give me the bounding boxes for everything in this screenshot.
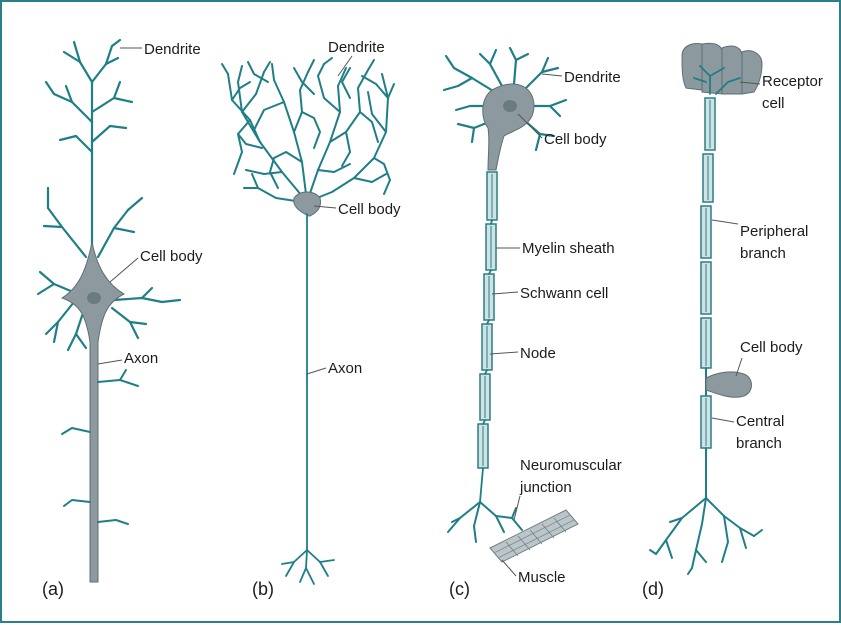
leader-c-muscle bbox=[502, 560, 516, 576]
label-d-receptor: Receptor bbox=[762, 73, 823, 90]
label-c-cell-body: Cell body bbox=[544, 131, 607, 148]
neuron-d bbox=[650, 43, 762, 574]
leader-d-peripheral bbox=[712, 220, 738, 224]
leader-d-central bbox=[712, 418, 734, 422]
label-c-schwann-cell: Schwann cell bbox=[520, 285, 608, 302]
neuron-c-cell-body bbox=[483, 84, 534, 170]
label-c-myelin-sheath: Myelin sheath bbox=[522, 240, 615, 257]
label-b-dendrite: Dendrite bbox=[328, 39, 385, 56]
neuron-c-myelin-sheath bbox=[478, 172, 497, 468]
label-d-cell-body: Cell body bbox=[740, 339, 803, 356]
neuron-a-axon-collaterals bbox=[62, 370, 138, 524]
neuron-b-dendrite-tree bbox=[222, 58, 394, 202]
neuron-c-nucleus bbox=[503, 100, 517, 112]
leader-a-cell-body bbox=[110, 258, 138, 282]
neuron-d-central-myelin bbox=[701, 396, 711, 448]
label-c-muscle: Muscle bbox=[518, 569, 566, 586]
label-d-cell: cell bbox=[762, 95, 785, 112]
panel-label-b: (b) bbox=[252, 579, 274, 599]
leader-c-node bbox=[490, 352, 518, 354]
label-a-dendrite: Dendrite bbox=[144, 41, 201, 58]
leader-c-schwann-cell bbox=[492, 292, 518, 294]
leader-b-dendrite bbox=[338, 56, 352, 76]
label-c-junction: junction bbox=[519, 479, 572, 496]
leader-c-neuromuscular-junction bbox=[514, 496, 520, 520]
panel-label-d: (d) bbox=[642, 579, 664, 599]
label-c-dendrite: Dendrite bbox=[564, 69, 621, 86]
leader-b-axon bbox=[307, 368, 326, 374]
label-a-cell-body: Cell body bbox=[140, 248, 203, 265]
leader-c-dendrite bbox=[542, 74, 562, 76]
neuron-c-terminals bbox=[448, 502, 522, 542]
neuron-b bbox=[222, 58, 394, 584]
neuron-d-central-terminals bbox=[650, 448, 762, 574]
label-d-branch-1: branch bbox=[740, 245, 786, 262]
leader-a-axon bbox=[98, 360, 122, 364]
neuron-d-cell-body bbox=[706, 372, 752, 397]
label-d-central: Central bbox=[736, 413, 784, 430]
neuron-d-peripheral-myelin bbox=[701, 98, 715, 368]
label-b-cell-body: Cell body bbox=[338, 201, 401, 218]
label-a-axon: Axon bbox=[124, 350, 158, 367]
panel-label-c: (c) bbox=[449, 579, 470, 599]
neuron-a-nucleus bbox=[87, 292, 101, 304]
neuron-b-axon-terminals bbox=[282, 550, 334, 584]
label-d-branch-2: branch bbox=[736, 435, 782, 452]
neuron-b-cell-body bbox=[294, 192, 321, 216]
label-c-neuromuscular: Neuromuscular bbox=[520, 457, 622, 474]
label-d-peripheral: Peripheral bbox=[740, 223, 808, 240]
neuron-a bbox=[38, 40, 180, 582]
label-c-node: Node bbox=[520, 345, 556, 362]
panel-label-a: (a) bbox=[42, 579, 64, 599]
label-b-axon: Axon bbox=[328, 360, 362, 377]
